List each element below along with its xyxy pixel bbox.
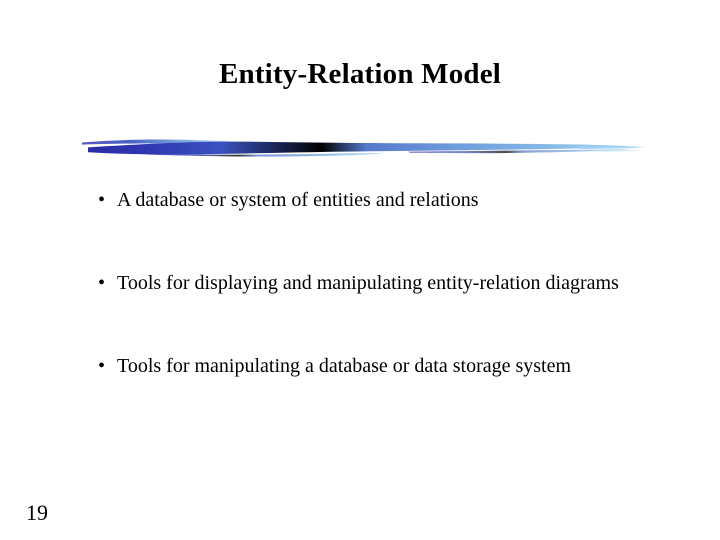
bullet-item-2: • Tools for displaying and manipulating e… <box>88 269 640 298</box>
bullet-text-2: Tools for displaying and manipulating en… <box>117 272 619 294</box>
paragraph-spacer <box>88 215 640 269</box>
body-text-box: • A database or system of entities and re… <box>88 186 640 381</box>
brush-stroke-divider <box>78 128 648 166</box>
bullet-item-3: • Tools for manipulating a database or da… <box>88 352 640 381</box>
page-title: Entity-Relation Model <box>218 58 502 90</box>
bullet-glyph-icon: • <box>98 355 106 377</box>
bullet-glyph-icon: • <box>98 189 106 211</box>
paragraph-spacer <box>88 298 640 352</box>
bullet-glyph-icon: • <box>98 272 106 294</box>
bullet-item-1: • A database or system of entities and re… <box>88 186 640 215</box>
brush-stroke-icon <box>82 139 646 157</box>
page-number: 19 <box>26 500 48 525</box>
bullet-text-3: Tools for manipulating a database or dat… <box>117 355 572 377</box>
bullet-text-1: A database or system of entities and rel… <box>117 189 479 211</box>
